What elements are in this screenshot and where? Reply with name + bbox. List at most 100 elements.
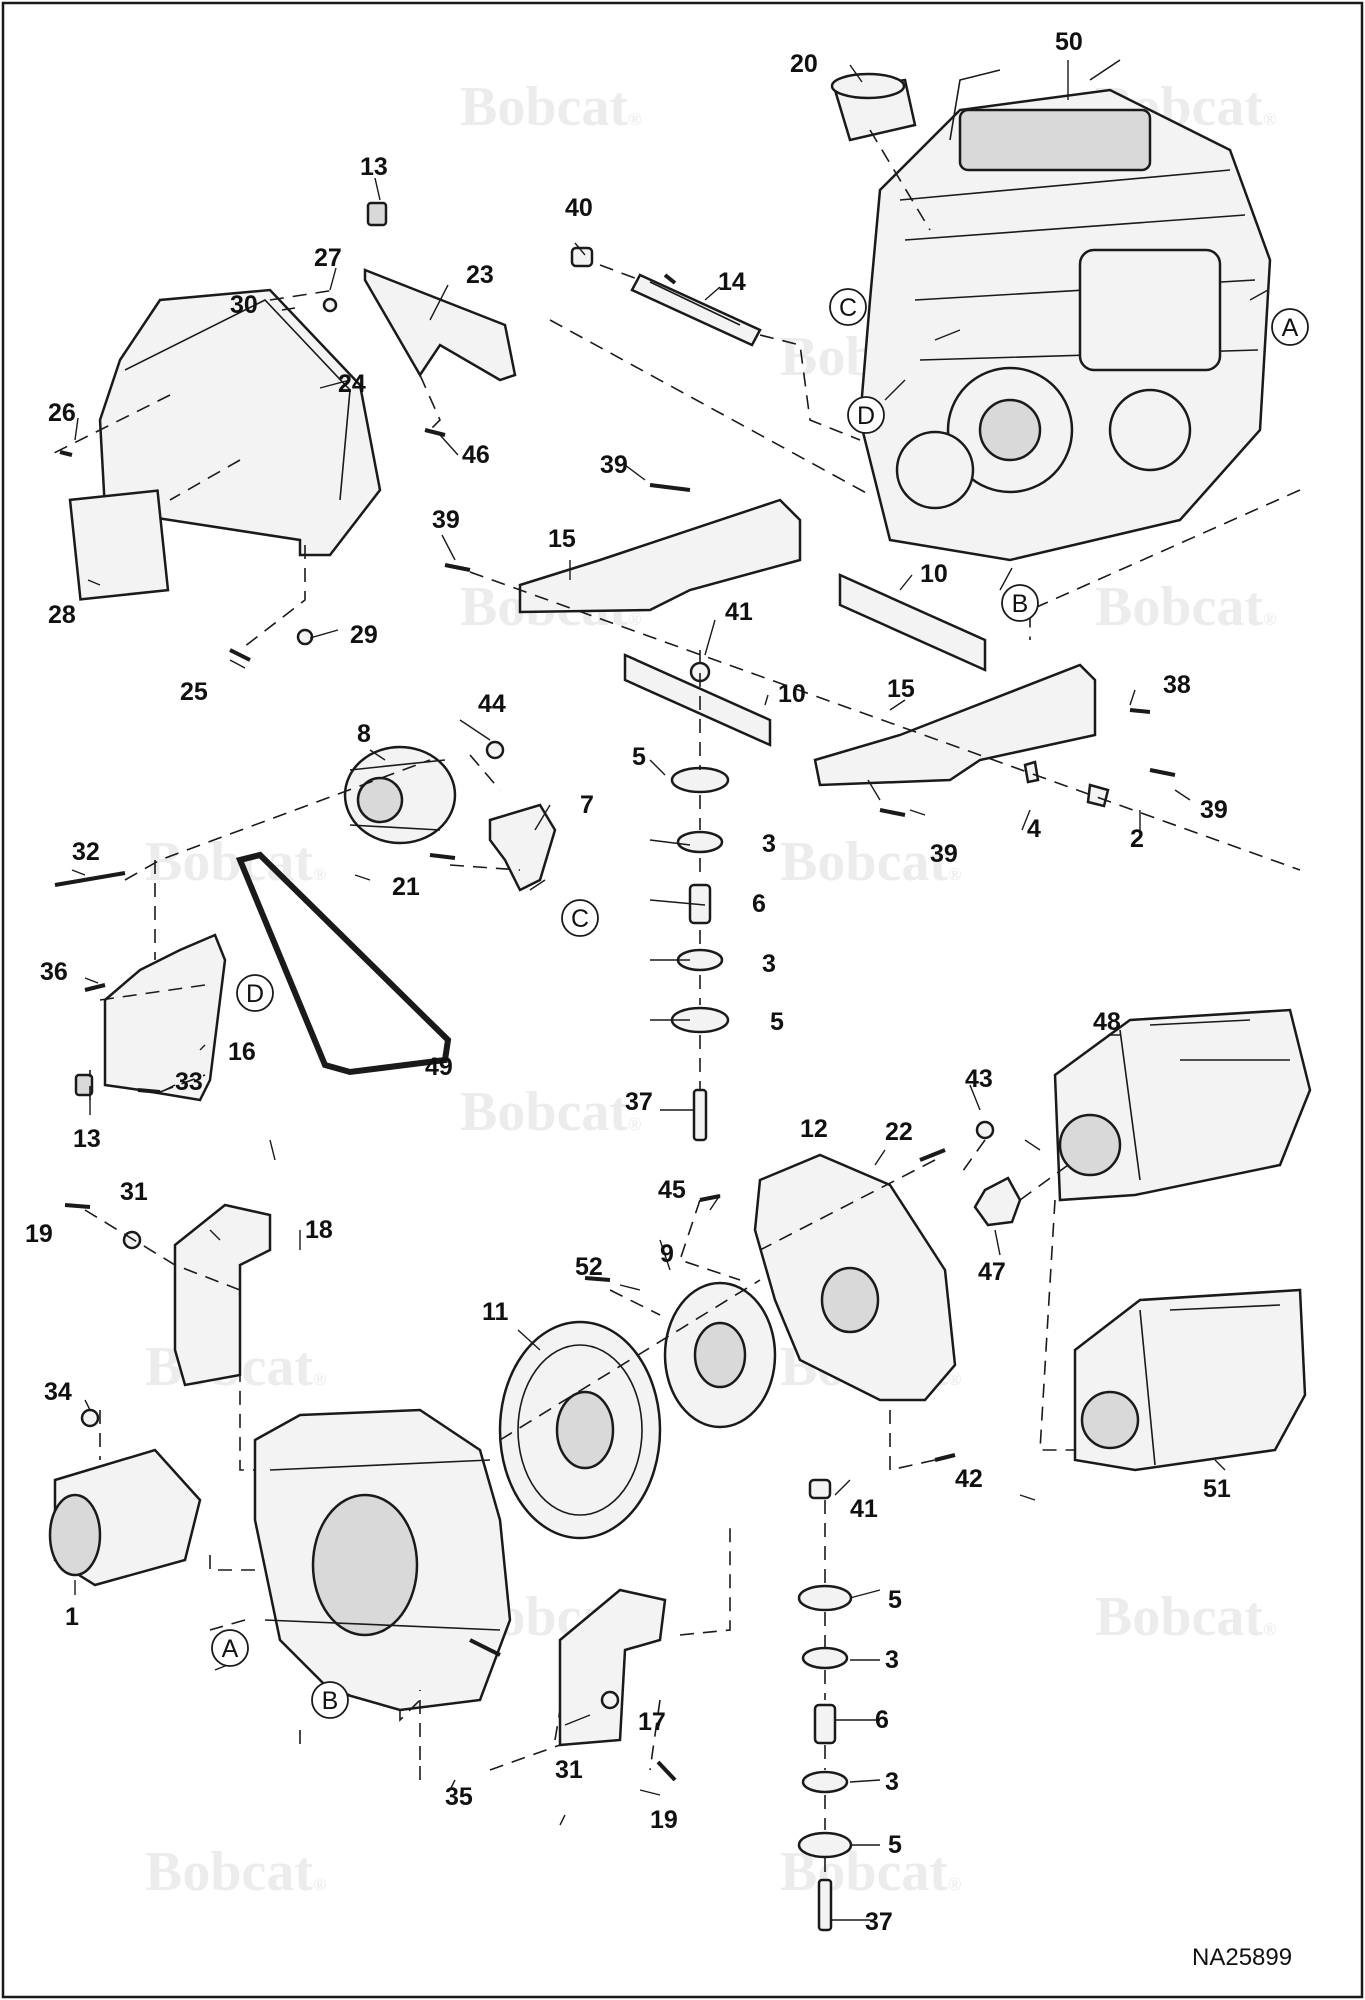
- callout-13: 13: [73, 1125, 101, 1153]
- figure-id: NA25899: [1192, 1944, 1292, 1971]
- clip-part-13: [366, 201, 388, 227]
- belt-guard-part-24: [98, 288, 382, 557]
- watermark-registered-mark: ®: [948, 864, 961, 884]
- callout-51: 51: [1203, 1475, 1231, 1503]
- leader-lines: [71, 60, 1269, 1921]
- callout-2: 2: [1130, 825, 1144, 853]
- watermark: Bobcat®: [460, 76, 641, 138]
- callout-30: 30: [230, 291, 258, 319]
- callout-46: 46: [462, 441, 490, 469]
- callout-41: 41: [725, 598, 753, 626]
- engine-mount-bracket-part-15: [813, 663, 1097, 787]
- callout-25: 25: [180, 678, 208, 706]
- ref-marker-c: C: [571, 905, 589, 933]
- watermark-registered-mark: ®: [628, 109, 641, 129]
- callout-29: 29: [350, 621, 378, 649]
- callout-7: 7: [580, 791, 594, 819]
- callout-31: 31: [120, 1178, 148, 1206]
- callout-39: 39: [930, 840, 958, 868]
- callout-48: 48: [1093, 1008, 1121, 1036]
- callout-21: 21: [392, 873, 420, 901]
- callout-15: 15: [887, 675, 915, 703]
- callout-45: 45: [658, 1176, 686, 1204]
- watermark: Bobcat®: [1095, 1586, 1276, 1648]
- callout-9: 9: [660, 1240, 674, 1268]
- callout-4: 4: [1027, 815, 1041, 843]
- callout-42: 42: [955, 1465, 983, 1493]
- assembly-lines: [49, 129, 1301, 1880]
- engine-assembly: [858, 59, 1272, 562]
- hydraulic-pump-part-48: [1053, 1008, 1312, 1202]
- decal-part-28: [68, 489, 170, 601]
- watermark-registered-mark: ®: [313, 864, 326, 884]
- watermark: Bobcat®: [145, 1841, 326, 1903]
- callout-3: 3: [762, 950, 776, 978]
- callout-18: 18: [305, 1216, 333, 1244]
- callout-17: 17: [638, 1708, 666, 1736]
- callout-37: 37: [625, 1088, 653, 1116]
- callout-6: 6: [875, 1706, 889, 1734]
- callout-15: 15: [548, 525, 576, 553]
- callout-35: 35: [445, 1783, 473, 1811]
- watermark-registered-mark: ®: [628, 609, 641, 629]
- nut-part-40: [570, 246, 594, 268]
- callout-5: 5: [770, 1008, 784, 1036]
- mount-bracket-part-17: [558, 1588, 667, 1747]
- clip-part-13: [74, 1073, 94, 1097]
- callout-44: 44: [478, 690, 506, 718]
- callout-47: 47: [978, 1258, 1006, 1286]
- callout-11: 11: [482, 1298, 509, 1326]
- callout-5: 5: [888, 1831, 902, 1859]
- callout-40: 40: [565, 194, 593, 222]
- starter-motor-part-1: [48, 1448, 202, 1587]
- callout-3: 3: [885, 1646, 899, 1674]
- callout-31: 31: [555, 1756, 583, 1784]
- alternator-bracket-part-7: [488, 803, 557, 892]
- coupler-part-47: [973, 1176, 1022, 1227]
- callout-23: 23: [466, 261, 494, 289]
- drive-belt-part-49: [235, 851, 452, 1076]
- callout-19: 19: [650, 1806, 678, 1834]
- coupling-plate-part-9: [663, 1281, 777, 1429]
- hydraulic-pump-part-51: [1073, 1288, 1307, 1472]
- callout-19: 19: [25, 1220, 53, 1248]
- watermark-registered-mark: ®: [1263, 1619, 1276, 1639]
- watermark: Bobcat®: [145, 831, 326, 893]
- ref-marker-d: D: [246, 980, 264, 1008]
- callout-labels: 20 50 13 40 27 23 14 30 24 26 46 39 39 1…: [25, 28, 1231, 1936]
- watermark: Bobcat®: [460, 1081, 641, 1143]
- callout-49: 49: [425, 1053, 453, 1081]
- callout-10: 10: [778, 680, 806, 708]
- callout-37: 37: [865, 1908, 893, 1936]
- callout-52: 52: [575, 1253, 603, 1281]
- callout-33: 33: [175, 1068, 203, 1096]
- callout-36: 36: [40, 958, 68, 986]
- oil-filter-part-20: [830, 72, 917, 142]
- fastener-parts: [54, 273, 1176, 1782]
- callout-39: 39: [432, 506, 460, 534]
- watermark-registered-mark: ®: [1263, 109, 1276, 129]
- ref-marker-b: B: [322, 1687, 339, 1715]
- bracket-part-16: [103, 933, 227, 1102]
- watermark-registered-mark: ®: [313, 1369, 326, 1389]
- callout-43: 43: [965, 1065, 993, 1093]
- ref-marker-c: C: [839, 294, 857, 322]
- callout-5: 5: [632, 743, 646, 771]
- watermark-registered-mark: ®: [948, 1874, 961, 1894]
- callout-3: 3: [762, 830, 776, 858]
- watermark-registered-mark: ®: [313, 1874, 326, 1894]
- callout-14: 14: [718, 268, 746, 296]
- callout-20: 20: [790, 50, 818, 78]
- callout-16: 16: [228, 1038, 256, 1066]
- callout-8: 8: [357, 720, 371, 748]
- callout-13: 13: [360, 153, 388, 181]
- mount-bracket-part-18: [173, 1203, 272, 1387]
- ref-marker-d: D: [857, 402, 875, 430]
- reference-markers: A C D B C D A B: [211, 288, 1309, 1719]
- callout-1: 1: [65, 1603, 79, 1631]
- watermark-registered-mark: ®: [948, 1369, 961, 1389]
- engine-mount-bracket-part-15: [518, 498, 802, 614]
- callout-6: 6: [752, 890, 766, 918]
